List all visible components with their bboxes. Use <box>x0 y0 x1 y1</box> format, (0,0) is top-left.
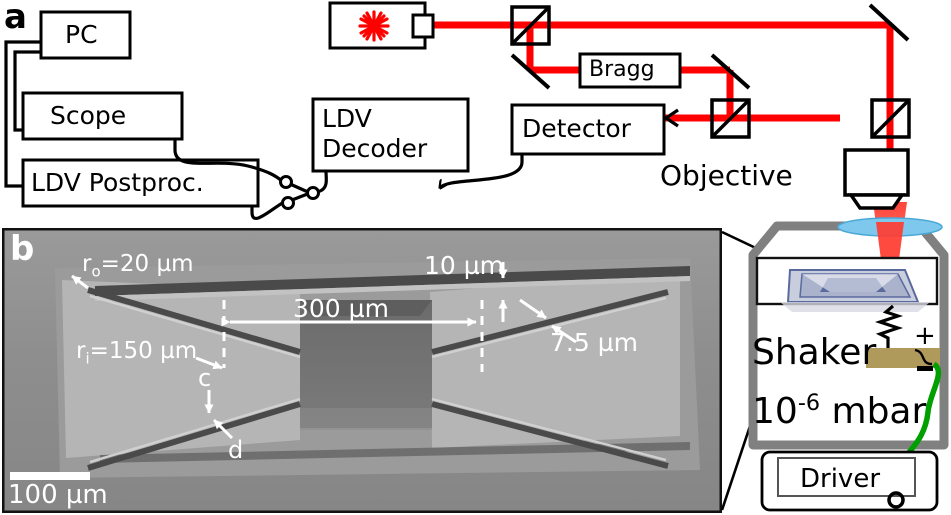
box-bragg[interactable] <box>578 52 682 89</box>
box-ldv-postproc[interactable] <box>21 158 260 208</box>
box-label-ldv-decoder-line1: LDV <box>322 104 372 133</box>
leader-d <box>212 418 234 440</box>
ri-subscript: i <box>85 349 90 368</box>
sem-dashed-guides <box>222 300 484 372</box>
shaker-label: Shaker <box>752 332 877 373</box>
box-label-ldv-decoder-line2: Decoder <box>322 134 428 163</box>
cable-scope-to-connector <box>173 139 284 183</box>
beamsplitter-2[interactable] <box>710 98 751 139</box>
cable-postproc-to-connector <box>250 200 285 220</box>
ro-value: =20 µm <box>100 251 194 277</box>
pressure-label: 10-6 mbar <box>752 392 926 430</box>
ri-value: =150 µm <box>89 338 198 364</box>
sem-label-ro: ro=20 µm <box>82 253 194 280</box>
pressure-exponent: -6 <box>797 390 821 416</box>
shaker-element: + <box>866 304 940 371</box>
panel-b-sem-image <box>2 228 722 513</box>
ri-symbol: r <box>76 338 86 364</box>
mirror-2[interactable] <box>710 53 751 90</box>
leader-ri <box>195 356 223 370</box>
positive-terminal: + <box>914 321 936 351</box>
sem-label-ri: ri=150 µm <box>76 340 197 367</box>
box-label-pc: PC <box>65 20 98 49</box>
box-label-bragg: Bragg <box>589 57 655 82</box>
box-pc[interactable] <box>39 10 132 60</box>
box-label-detector: Detector <box>522 114 631 143</box>
laser-beam-path <box>425 21 894 155</box>
scale-bar-rect <box>10 472 90 480</box>
driver-label: Driver <box>800 464 881 494</box>
beamsplitter-1[interactable] <box>510 5 551 46</box>
box-label-objective: Objective <box>660 159 793 192</box>
cable-pc-to-postproc <box>4 40 41 188</box>
box-label-scope: Scope <box>50 101 127 130</box>
panel-letter-b: b <box>10 229 35 269</box>
spring-icon <box>874 304 904 348</box>
mirror-1[interactable] <box>510 53 551 90</box>
sem-label-c: c <box>198 364 212 392</box>
cable-connectors <box>279 175 320 210</box>
sem-label-7p5um: 7.5 µm <box>550 328 638 357</box>
box-detector[interactable] <box>510 103 666 156</box>
driver-output-port <box>887 491 905 509</box>
scale-bar-label: 100 µm <box>8 480 108 510</box>
negative-terminal <box>917 366 933 371</box>
laser-starburst-icon <box>358 10 390 42</box>
pressure-unit: mbar <box>820 391 927 432</box>
zoom-indicator-lines <box>720 230 761 511</box>
sem-label-300um: 300 µm <box>293 294 389 323</box>
laser-source[interactable] <box>328 1 435 50</box>
ro-subscript: o <box>91 262 101 281</box>
sem-label-d: d <box>228 436 244 464</box>
driver-unit[interactable] <box>760 450 939 512</box>
box-scope[interactable] <box>21 91 184 141</box>
cable-connector-link-1 <box>289 182 309 194</box>
box-ldv-decoder[interactable] <box>311 97 470 173</box>
mirror-3[interactable] <box>868 3 910 42</box>
vacuum-chamber: + <box>748 217 949 512</box>
dimension-7p5um <box>519 298 577 344</box>
ro-symbol: r <box>82 251 92 277</box>
arrow-into-detector <box>663 108 679 128</box>
panel-letter-a: a <box>4 0 27 37</box>
leader-ro <box>71 274 89 290</box>
pressure-base: 10 <box>752 391 798 432</box>
objective-lens[interactable] <box>843 148 910 210</box>
beamsplitter-3[interactable] <box>870 98 911 139</box>
cable-detector-to-decoder <box>440 154 524 188</box>
cable-pc-to-scope <box>13 50 41 132</box>
cable-connector-to-decoder <box>317 170 328 194</box>
sample-chip <box>780 269 930 312</box>
sem-label-10um: 10 µm <box>424 251 505 280</box>
box-label-ldv-postproc: LDV Postproc. <box>31 168 204 197</box>
